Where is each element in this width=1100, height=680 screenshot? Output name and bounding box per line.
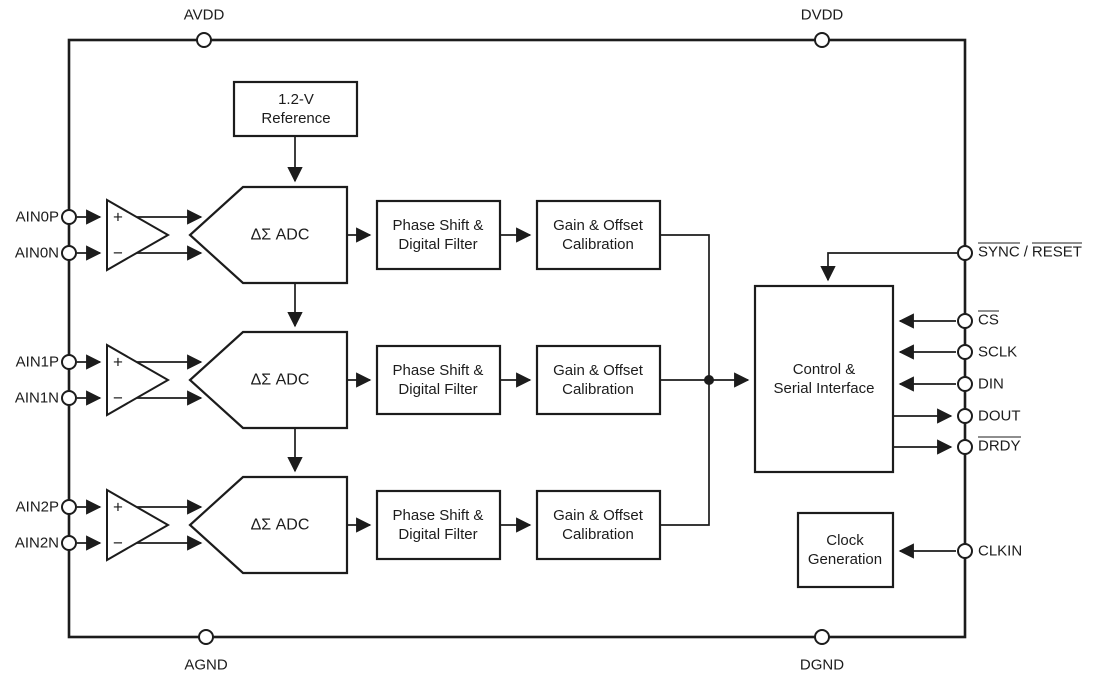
label-phase-block-2: Phase Shift & Digital Filter xyxy=(392,507,484,543)
channel-2-shapes xyxy=(77,475,662,575)
label-dgnd: DGND xyxy=(799,656,845,674)
label-clkin: CLKIN xyxy=(978,542,1023,560)
amp1-plus-sign: + xyxy=(113,352,123,372)
pin-circles xyxy=(61,32,973,645)
reference-block xyxy=(232,80,359,138)
amp0-plus-sign: + xyxy=(113,207,123,227)
gain-cal-block-2 xyxy=(535,489,662,561)
label-clock-block: Clock Generation xyxy=(807,532,883,568)
clock-block xyxy=(796,511,895,589)
pin-ain1p xyxy=(61,354,77,370)
pin-ain0p xyxy=(61,209,77,225)
label-dvdd: DVDD xyxy=(800,6,844,24)
amp2-minus-sign: − xyxy=(113,533,123,553)
label-avdd: AVDD xyxy=(183,6,225,24)
label-sync-reset: SYNC/RESET xyxy=(978,242,1082,262)
label-ain2n: AIN2N xyxy=(14,534,59,552)
pin-ain2p xyxy=(61,499,77,515)
gain-cal-block-0 xyxy=(535,199,662,271)
pin-clkin xyxy=(957,543,973,559)
label-drdy-text: DRDY xyxy=(978,436,1021,455)
phase-filter-block-0 xyxy=(375,199,502,271)
label-drdy: DRDY xyxy=(978,436,1021,456)
label-sclk: SCLK xyxy=(978,343,1018,361)
label-ain2p: AIN2P xyxy=(15,498,59,516)
pin-ain0n xyxy=(61,245,77,261)
pin-drdy xyxy=(957,439,973,455)
pin-cs xyxy=(957,313,973,329)
phase-filter-block-1 xyxy=(375,344,502,416)
channel-1-shapes xyxy=(77,330,662,430)
gain-cal-block-1 xyxy=(535,344,662,416)
label-reference-block: 1.2-V Reference xyxy=(261,91,331,127)
label-ain1p: AIN1P xyxy=(15,353,59,371)
label-ain0n: AIN0N xyxy=(14,244,59,262)
label-din: DIN xyxy=(978,375,1004,393)
label-gain-block-0: Gain & Offset Calibration xyxy=(553,217,643,253)
pin-dvdd xyxy=(814,32,830,48)
label-phase-block-0: Phase Shift & Digital Filter xyxy=(392,217,484,253)
pin-ain1n xyxy=(61,390,77,406)
pin-ain2n xyxy=(61,535,77,551)
label-gain-block-2: Gain & Offset Calibration xyxy=(553,507,643,543)
label-cs: CS xyxy=(978,310,999,330)
interface-wires xyxy=(820,252,957,559)
label-cs-text: CS xyxy=(978,310,999,329)
pin-agnd xyxy=(198,629,214,645)
label-adc-block-0: ΔΣ ADC xyxy=(250,226,310,244)
label-ain1n: AIN1N xyxy=(14,389,59,407)
chip-outline xyxy=(67,38,967,639)
adc-block-2 xyxy=(188,475,349,575)
amp1-minus-sign: − xyxy=(113,388,123,408)
pin-dgnd xyxy=(814,629,830,645)
pin-dout xyxy=(957,408,973,424)
label-agnd: AGND xyxy=(184,656,228,674)
label-sync: SYNC xyxy=(978,242,1020,261)
label-ain0p: AIN0P xyxy=(15,208,59,226)
label-adc-block-1: ΔΣ ADC xyxy=(250,371,310,389)
pin-sclk xyxy=(957,344,973,360)
label-dout: DOUT xyxy=(978,407,1021,425)
control-block xyxy=(753,284,895,474)
amp0-minus-sign: − xyxy=(113,243,123,263)
phase-filter-block-2 xyxy=(375,489,502,561)
label-gain-block-1: Gain & Offset Calibration xyxy=(553,362,643,398)
junction-dot xyxy=(704,375,714,385)
pin-sync-reset xyxy=(957,245,973,261)
label-reset: RESET xyxy=(1031,242,1082,261)
wire-sync-reset xyxy=(820,252,957,282)
pin-din xyxy=(957,376,973,392)
pin-avdd xyxy=(196,32,212,48)
label-sync-reset-separator: / xyxy=(1023,243,1028,261)
label-phase-block-1: Phase Shift & Digital Filter xyxy=(392,362,484,398)
label-adc-block-2: ΔΣ ADC xyxy=(250,516,310,534)
channel-0-shapes xyxy=(77,185,662,285)
label-control-block: Control & Serial Interface xyxy=(773,361,875,397)
amp2-plus-sign: + xyxy=(113,497,123,517)
